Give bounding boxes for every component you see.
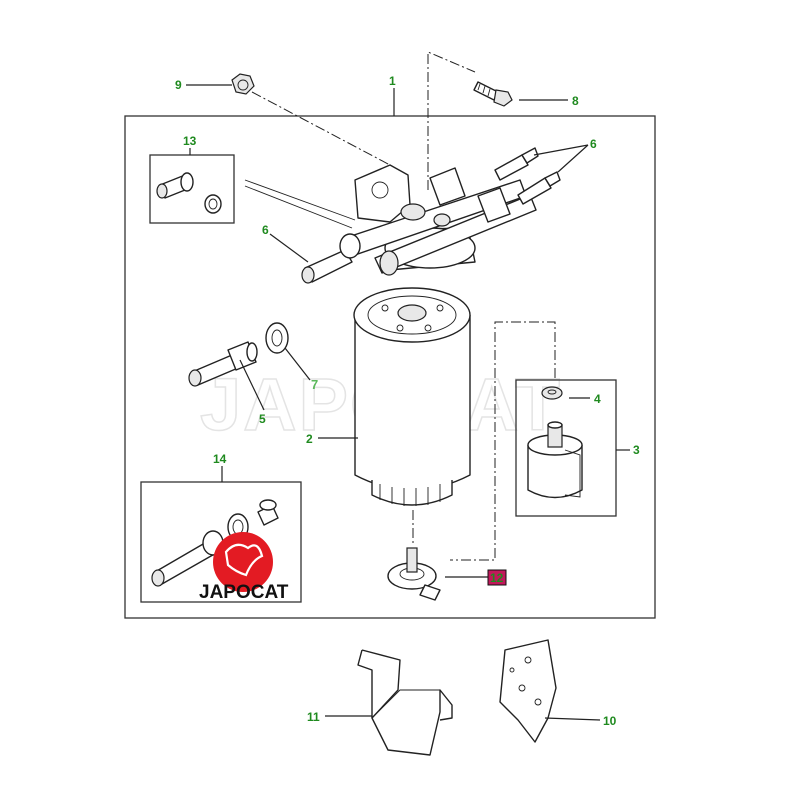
leader-lines [186, 84, 630, 721]
callout-5: 5 [259, 412, 266, 426]
part-10-mounting-plate [499, 639, 557, 743]
callout-7: 7 [311, 377, 318, 392]
part-12-drain-plug [387, 547, 441, 601]
part-13-kit [156, 172, 222, 214]
callout-8: 8 [572, 94, 579, 108]
logo-emblem-icon [224, 543, 264, 577]
callout-2: 2 [306, 432, 313, 446]
assembly-guide-lines [244, 51, 556, 561]
callout-6-right: 6 [590, 137, 597, 151]
part-6-fittings-right [494, 147, 561, 205]
part-9-nut [231, 73, 255, 95]
kit-14-frame [140, 481, 302, 603]
callout-12-highlight [487, 569, 507, 586]
callout-4: 4 [594, 392, 601, 406]
callout-6-left: 6 [262, 223, 269, 237]
japocat-logo: JAPOCAT [199, 532, 289, 603]
kit-13-frame [149, 154, 235, 224]
part-11-bracket [357, 649, 453, 756]
part-5-union [188, 341, 258, 387]
callout-14: 14 [213, 452, 227, 466]
callout-1: 1 [389, 74, 396, 88]
callout-11: 11 [307, 710, 320, 724]
callout-10: 10 [603, 714, 617, 728]
part-6-fitting-left [301, 233, 361, 284]
part-14-kit [151, 499, 279, 587]
callout-labels: 1 2 3 4 5 6 6 7 8 9 10 11 12 13 14 [175, 74, 640, 728]
part-2-filter-cartridge [353, 287, 471, 506]
part-3-water-sensor [527, 421, 583, 499]
callout-3: 3 [633, 443, 640, 457]
callout-12: 12 [490, 571, 504, 585]
logo-text: JAPOCAT [199, 582, 289, 603]
part-7-washer [265, 322, 289, 354]
main-assembly-frame [124, 115, 656, 619]
part-8-bolt [473, 81, 513, 107]
part-1-filter-head [344, 164, 537, 276]
callout-13: 13 [183, 134, 197, 148]
part-4-seal [541, 386, 563, 400]
kit-3-frame [515, 379, 617, 517]
callout-9: 9 [175, 78, 182, 92]
